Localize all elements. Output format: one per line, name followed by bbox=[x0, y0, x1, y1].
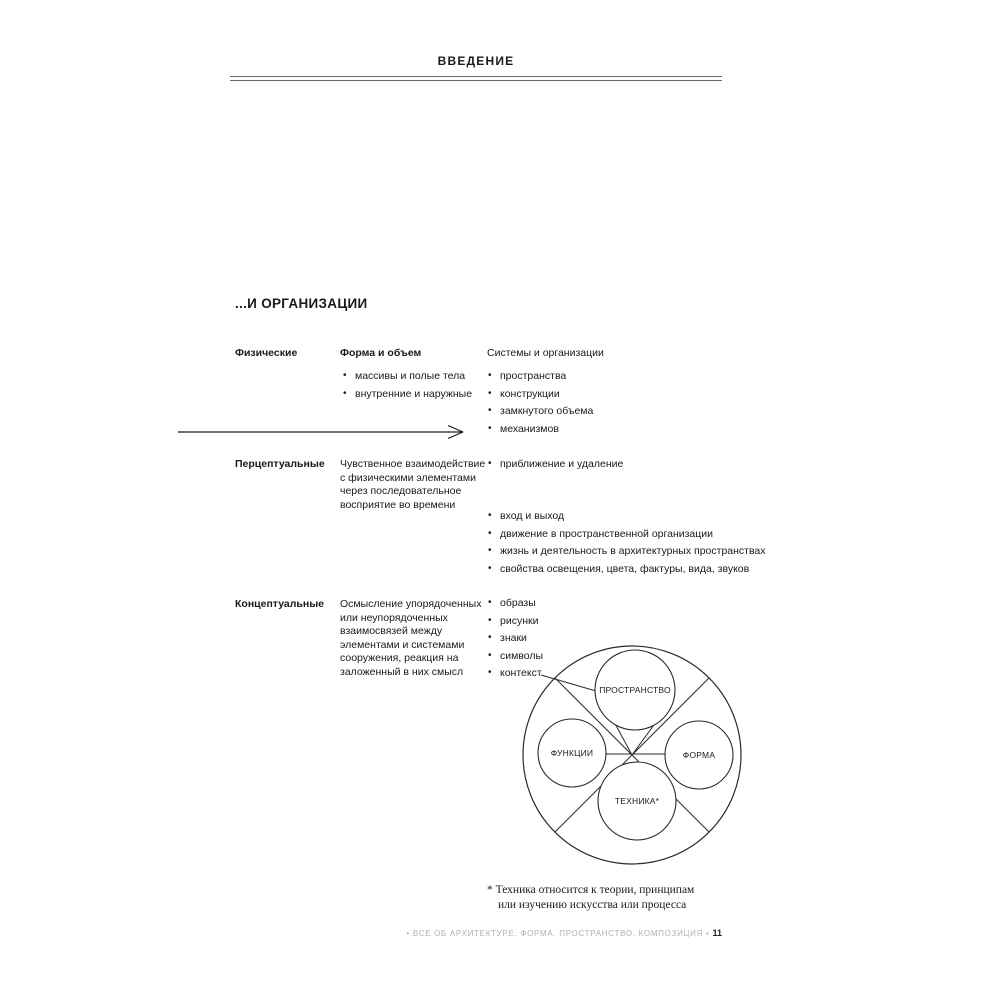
bullet-item: образы bbox=[487, 597, 543, 609]
bullet-item: жизнь и деятельность в архитектурных про… bbox=[487, 545, 766, 557]
label-form: ФОРМА bbox=[683, 750, 716, 760]
bullet-item: свойства освещения, цвета, фактуры, вида… bbox=[487, 563, 766, 575]
bullet-item: замкнутого объема bbox=[487, 405, 593, 417]
leader-line-context bbox=[540, 674, 597, 692]
category-conceptual: Концептуальные bbox=[235, 598, 325, 610]
middle-title-form-volume: Форма и объем bbox=[340, 347, 422, 359]
footer-separator: • bbox=[706, 929, 710, 938]
right-bullets-physical: пространства конструкции замкнутого объе… bbox=[487, 370, 593, 441]
footer-title: ВСЕ ОБ АРХИТЕКТУРЕ. ФОРМА, ПРОСТРАНСТВО,… bbox=[412, 929, 704, 938]
middle-text-perceptual: Чувственное взаимодействие с физическими… bbox=[340, 458, 486, 511]
bullet-item: рисунки bbox=[487, 615, 543, 627]
concept-diagram: ПРОСТРАНСТВО ФУНКЦИИ ФОРМА ТЕХНИКА* bbox=[522, 645, 742, 865]
header-double-rule bbox=[230, 76, 722, 81]
circle-form bbox=[664, 720, 734, 790]
category-perceptual: Перцептуальные bbox=[235, 458, 325, 470]
label-technique: ТЕХНИКА* bbox=[615, 796, 660, 806]
bullet-item: пространства bbox=[487, 370, 593, 382]
bullet-item: знаки bbox=[487, 632, 543, 644]
label-space: ПРОСТРАНСТВО bbox=[599, 685, 671, 695]
right-arrow bbox=[178, 424, 464, 440]
running-head: ВВЕДЕНИЕ bbox=[437, 54, 515, 68]
outer-circle bbox=[522, 645, 742, 865]
bullet-item: конструкции bbox=[487, 388, 593, 400]
bullet-item: внутренние и наружные bbox=[342, 388, 472, 400]
section-title: ...И ОРГАНИЗАЦИИ bbox=[235, 296, 368, 311]
middle-text-conceptual: Осмысление упорядоченных или неупорядоче… bbox=[340, 598, 482, 678]
circle-function bbox=[537, 718, 607, 788]
bullet-item: механизмов bbox=[487, 423, 593, 435]
footer-page-number: 11 bbox=[712, 928, 722, 938]
footnote-line-2: или изучению искусства или процесса bbox=[498, 899, 687, 911]
bullet-item: движение в пространственной организации bbox=[487, 528, 766, 540]
bullet-item: вход и выход bbox=[487, 510, 766, 522]
bullet-item: приближение и удаление bbox=[487, 458, 623, 470]
circle-technique bbox=[597, 761, 677, 841]
right-bullet-approach: приближение и удаление bbox=[487, 458, 623, 477]
footnote: * Техника относится к теории, принципам … bbox=[487, 883, 694, 913]
bullet-item: символы bbox=[487, 650, 543, 662]
bullet-item: контекст bbox=[487, 667, 543, 679]
footnote-line-1: * Техника относится к теории, принципам bbox=[487, 884, 695, 896]
right-title-systems: Системы и организации bbox=[487, 347, 604, 359]
category-physical: Физические bbox=[235, 347, 298, 359]
right-bullets-conceptual: образы рисунки знаки символы контекст bbox=[487, 597, 543, 686]
arrow-head bbox=[447, 424, 464, 440]
page-footer: • ВСЕ ОБ АРХИТЕКТУРЕ. ФОРМА, ПРОСТРАНСТВ… bbox=[406, 928, 722, 938]
bullet-item: массивы и полые тела bbox=[342, 370, 472, 382]
middle-bullets-physical: массивы и полые тела внутренние и наружн… bbox=[342, 370, 472, 406]
label-function: ФУНКЦИИ bbox=[551, 748, 593, 758]
circle-space bbox=[594, 649, 676, 731]
footer-bullet: • bbox=[406, 929, 410, 938]
right-bullets-perceptual: вход и выход движение в пространственной… bbox=[487, 510, 766, 581]
